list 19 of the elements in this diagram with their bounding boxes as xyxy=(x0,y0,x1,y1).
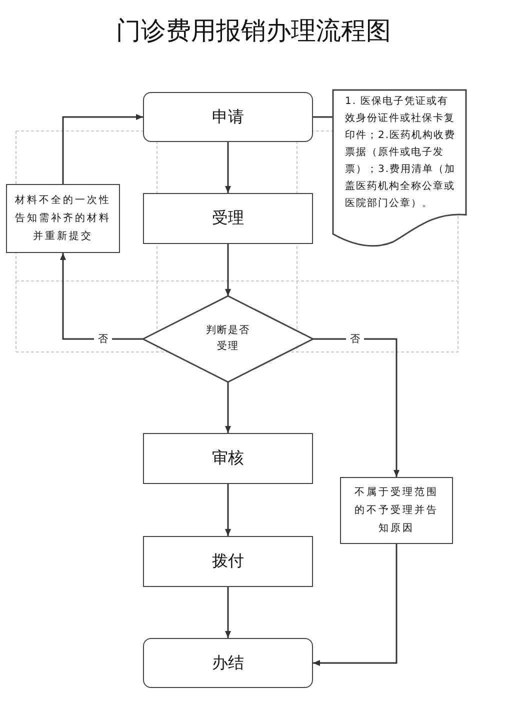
arrow xyxy=(225,244,231,296)
process-box: 不属于受理范围的不予受理并告知原因 xyxy=(340,477,453,544)
arrow xyxy=(313,544,398,666)
terminal-box: 办结 xyxy=(143,638,313,688)
arrow xyxy=(225,587,231,638)
arrow xyxy=(225,484,231,536)
arrow xyxy=(225,142,231,193)
arrow xyxy=(313,338,400,477)
title: 门诊费用报销办理流程图 xyxy=(115,15,392,47)
terminal-box: 申请 xyxy=(143,92,313,142)
arrow xyxy=(62,114,143,184)
process-box: 审核 xyxy=(143,433,313,484)
decision-diamond: 判断是否受理 xyxy=(143,296,313,382)
connector-line xyxy=(313,116,333,118)
process-box: 受理 xyxy=(143,193,313,244)
process-box: 材料不全的一次性告知需补齐的材料并重新提交 xyxy=(6,184,120,253)
process-box: 拨付 xyxy=(143,536,313,587)
arrow xyxy=(225,382,231,433)
arrow xyxy=(60,253,143,340)
